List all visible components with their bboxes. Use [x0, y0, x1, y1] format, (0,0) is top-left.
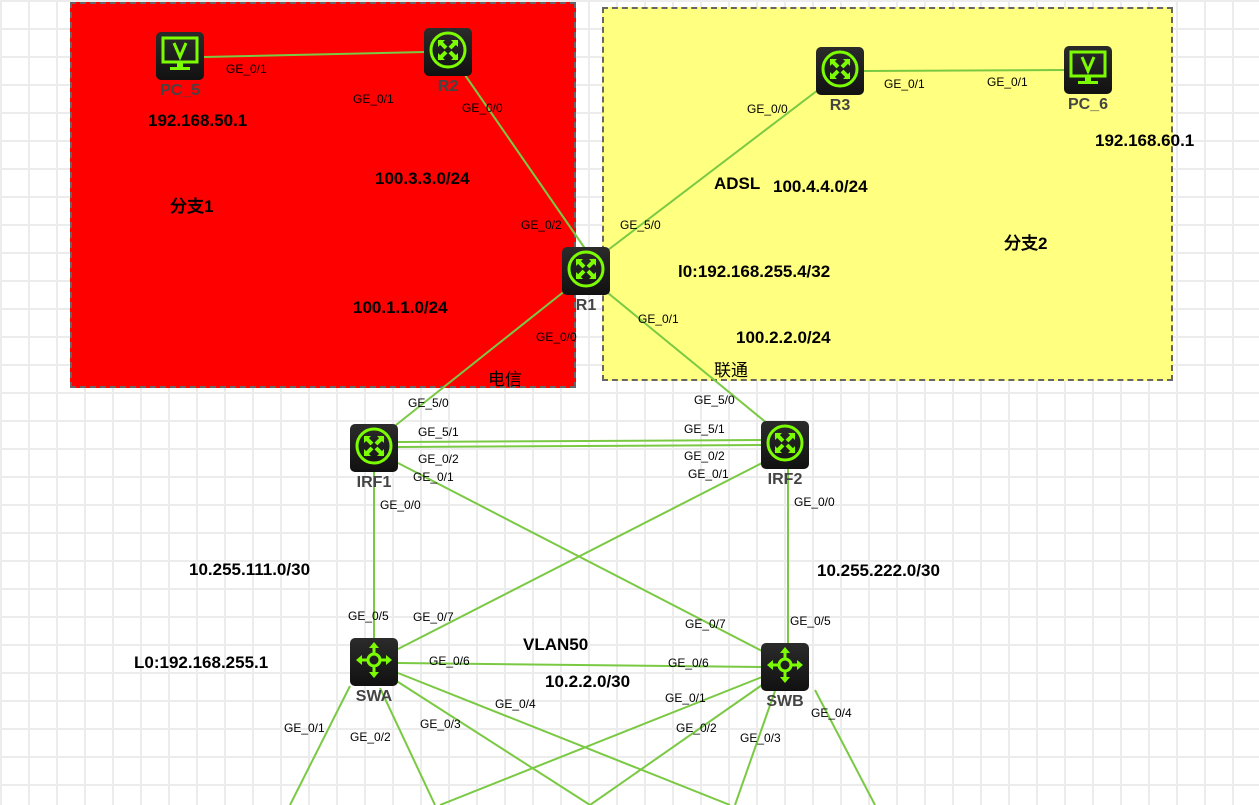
- port-label: GE_0/1: [987, 75, 1028, 89]
- port-label: GE_0/3: [740, 731, 781, 745]
- port-label: GE_0/1: [638, 312, 679, 326]
- port-label: GE_0/2: [676, 721, 717, 735]
- device-name: PC_6: [1067, 96, 1109, 113]
- vlan-label: VLAN50: [523, 635, 589, 654]
- port-label: GE_0/2: [521, 218, 562, 232]
- link-swb-down-3: [734, 690, 776, 805]
- device-r3[interactable]: [816, 47, 864, 95]
- device-name: R3: [829, 97, 851, 114]
- network-label: 10.2.2.0/30: [545, 672, 631, 691]
- branch1-zone: [70, 2, 576, 388]
- device-name: IRF1: [356, 474, 392, 491]
- router-icon: [765, 423, 805, 468]
- link-irf1-irf2-a: [397, 439, 763, 443]
- link-swa-down-1: [289, 685, 351, 805]
- port-label: GE_0/2: [684, 449, 725, 463]
- port-label: GE_0/0: [462, 101, 503, 115]
- link-r1-r3: [607, 89, 819, 251]
- port-label: GE_0/4: [811, 706, 852, 720]
- link-irf2-swa: [397, 462, 763, 650]
- link-r1-irf2: [607, 292, 769, 425]
- isp-label: 电信: [488, 370, 522, 390]
- network-label: 10.255.222.0/30: [817, 561, 940, 580]
- port-label: GE_5/1: [684, 422, 725, 436]
- port-label: GE_0/1: [226, 62, 267, 76]
- port-label: GE_0/7: [413, 610, 454, 624]
- link-r3-pc6: [863, 69, 1065, 72]
- link-irf1-irf2-b: [397, 444, 763, 448]
- pc-icon: [160, 34, 200, 79]
- port-label: GE_0/2: [350, 730, 391, 744]
- port-label: GE_0/0: [536, 330, 577, 344]
- network-label: 100.3.3.0/24: [375, 169, 470, 188]
- port-label: GE_5/0: [694, 393, 735, 407]
- device-name: R1: [575, 297, 597, 314]
- port-label: GE_0/1: [665, 691, 706, 705]
- adsl-label: ADSL: [714, 174, 761, 193]
- port-label: GE_0/0: [380, 498, 421, 512]
- port-label: GE_0/4: [495, 697, 536, 711]
- router-icon: [820, 49, 860, 94]
- link-swa-down-3: [394, 679, 591, 805]
- port-label: GE_0/3: [420, 717, 461, 731]
- device-name: PC_5: [159, 82, 201, 99]
- port-label: GE_0/1: [284, 721, 325, 735]
- device-name: SWB: [766, 693, 804, 710]
- pc-icon: [1068, 48, 1108, 93]
- link-swb-down-1: [439, 676, 763, 805]
- network-label: 100.2.2.0/24: [736, 328, 831, 347]
- network-label: 100.4.4.0/24: [773, 177, 868, 196]
- router-icon: [566, 249, 606, 294]
- port-label: GE_0/1: [688, 467, 729, 481]
- branch1-label: 分支1: [170, 197, 214, 216]
- port-label: GE_0/6: [429, 654, 470, 668]
- router-icon: [354, 426, 394, 471]
- loopback-label: L0:192.168.255.1: [134, 653, 269, 672]
- port-label: GE_0/6: [668, 656, 709, 670]
- pc6-ip-label: 192.168.60.1: [1095, 131, 1195, 150]
- switch-icon: [765, 645, 805, 690]
- device-swb[interactable]: [761, 643, 809, 691]
- switch-icon: [354, 640, 394, 685]
- network-label: 10.255.111.0/30: [189, 560, 311, 579]
- link-pc5-r2: [203, 51, 426, 58]
- port-label: GE_0/5: [348, 609, 389, 623]
- port-label: GE_0/1: [884, 77, 925, 91]
- port-label: GE_5/0: [620, 218, 661, 232]
- link-swb-down-2: [589, 684, 763, 805]
- device-name: IRF2: [767, 471, 803, 488]
- link-swb-down-4: [814, 689, 876, 805]
- link-swa-down-2: [379, 687, 436, 805]
- branch2-label: 分支2: [1004, 234, 1048, 253]
- device-swa[interactable]: [350, 638, 398, 686]
- port-label: GE_0/5: [790, 614, 831, 628]
- device-r2[interactable]: [424, 28, 472, 76]
- device-name: R2: [437, 78, 459, 95]
- port-label: GE_5/0: [408, 396, 449, 410]
- isp-label: 联通: [714, 361, 748, 381]
- device-r1[interactable]: [562, 247, 610, 295]
- router-icon: [428, 30, 468, 75]
- link-r2-r1: [464, 74, 587, 251]
- loopback-label: l0:192.168.255.4/32: [678, 262, 831, 281]
- port-label: GE_0/2: [418, 452, 459, 466]
- device-pc5[interactable]: [156, 32, 204, 80]
- device-name: SWA: [355, 688, 393, 705]
- device-pc6[interactable]: [1064, 46, 1112, 94]
- link-r1-irf1: [395, 289, 567, 426]
- link-swa-down-4: [397, 672, 731, 805]
- port-label: GE_5/1: [418, 425, 459, 439]
- pc5-ip-label: 192.168.50.1: [148, 111, 248, 130]
- device-irf2[interactable]: [761, 421, 809, 469]
- device-irf1[interactable]: [350, 424, 398, 472]
- network-label: 100.1.1.0/24: [353, 298, 448, 317]
- port-label: GE_0/1: [413, 470, 454, 484]
- port-label: GE_0/1: [353, 92, 394, 106]
- port-label: GE_0/0: [794, 495, 835, 509]
- port-label: GE_0/7: [685, 617, 726, 631]
- port-label: GE_0/0: [747, 102, 788, 116]
- link-swa-swb: [397, 662, 763, 668]
